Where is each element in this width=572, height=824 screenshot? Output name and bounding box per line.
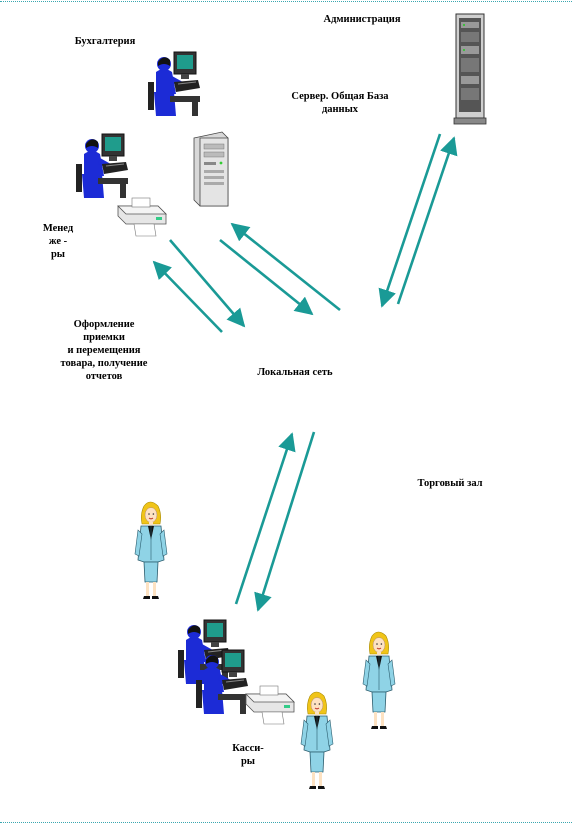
arrow-network-to-admin	[396, 136, 458, 305]
top-dotted-border	[0, 1, 572, 2]
arrow-admin-to-network	[378, 133, 442, 308]
printer-icon	[245, 685, 295, 725]
operator-icon	[75, 133, 129, 199]
arrow-server-to-network	[219, 238, 314, 316]
label-sales-floor: Торговый зал	[417, 478, 483, 489]
label-cashiers: Касси- ры	[232, 743, 264, 767]
label-network: Локальная сеть	[257, 367, 333, 378]
arrow-cashiers-to-network	[234, 432, 296, 605]
label-administration: Администрация	[323, 14, 401, 25]
operator-icon	[147, 51, 201, 117]
printer-icon	[117, 197, 167, 237]
label-managers: Менед же - ры	[42, 223, 74, 260]
arrow-network-to-managers	[152, 260, 223, 333]
label-server: Сервер. Общая База данных	[291, 91, 389, 115]
bottom-dotted-border	[0, 822, 572, 823]
clerk-icon	[134, 501, 168, 600]
arrow-managers-to-network	[169, 239, 246, 328]
label-accounting: Бухгалтерия	[74, 36, 136, 47]
label-operations: Оформление приемки и перемещения товара,…	[60, 319, 148, 382]
server-rack-icon	[453, 13, 487, 125]
arrow-network-to-server	[230, 222, 341, 312]
pc-tower-icon	[193, 131, 229, 207]
clerk-icon	[300, 691, 334, 790]
connection-arrows	[152, 133, 458, 612]
arrow-network-to-cashiers	[254, 431, 316, 612]
clerk-icon	[362, 631, 396, 730]
